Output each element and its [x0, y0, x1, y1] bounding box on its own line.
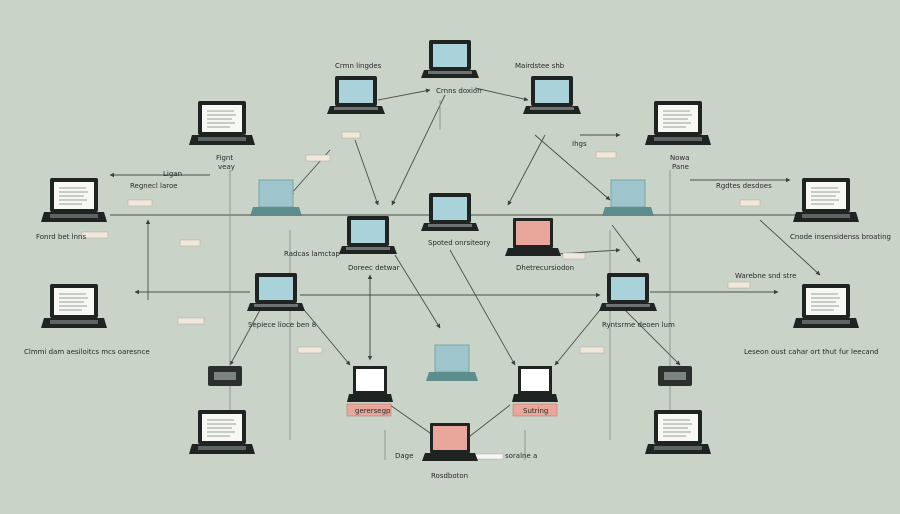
router-icon	[208, 366, 242, 386]
laptop-icon	[188, 100, 256, 146]
label-top-right-b: Ihgs	[572, 140, 587, 148]
label-left-upper: Ligan	[163, 170, 182, 178]
label-left-lower: Clmmi dam aesiloitcs mcs oaresnce	[24, 348, 150, 356]
laptop-icon	[512, 366, 558, 402]
laptop-icon	[644, 100, 712, 146]
label-center-a: Spoted onrsiteory	[428, 239, 490, 247]
laptop-icon	[644, 409, 712, 455]
label-top-center: Crmn lingdes	[335, 62, 382, 70]
label-center-right-a: Dhetrecursiodon	[516, 264, 574, 272]
label-salmon-left: gerersegp	[355, 407, 391, 415]
label-right-mid: Cnode insensidenss broating	[790, 233, 891, 241]
laptop-icon	[247, 273, 305, 311]
label-right-lower-a: Warebne snd stre	[735, 272, 796, 280]
laptop-icon	[792, 283, 860, 329]
laptop-icon	[40, 283, 108, 329]
label-top-center-sub: Crnns doxion	[436, 87, 482, 95]
laptop-icon	[425, 344, 479, 382]
laptop-icon	[339, 216, 397, 254]
label-center-left-a: Radcas lamctap	[284, 250, 340, 258]
label-right-lower-b: Leseon oust cahar ort thut fur leecand	[744, 348, 879, 356]
laptop-icon	[523, 76, 581, 114]
label-left-upper-d: veay	[218, 163, 235, 171]
laptop-icon	[792, 177, 860, 223]
laptop-icon	[422, 423, 478, 461]
laptop-icon	[421, 193, 479, 231]
label-salmon-right: Sutring	[523, 407, 548, 415]
laptop-icon	[327, 76, 385, 114]
label-right-upper-b: Pane	[672, 163, 689, 171]
label-left-mid: Fonrd bet lnns	[36, 233, 86, 241]
salmon-base-right	[512, 403, 558, 417]
label-right-upper-c: Rgdtes desdoes	[716, 182, 772, 190]
label-right-upper: Nowa	[670, 154, 690, 162]
laptop-icon	[421, 40, 479, 78]
laptop-icon	[40, 177, 108, 223]
label-mid-left: Sepiece lioce ben 8	[248, 321, 316, 329]
label-center-left-b: Doreec detwar	[348, 264, 400, 272]
laptop-icon	[249, 179, 303, 217]
salmon-base-left	[346, 403, 392, 417]
label-top-right: Mairdstee shb	[515, 62, 565, 70]
laptop-icon	[599, 273, 657, 311]
router-icon	[658, 366, 692, 386]
labels: Crmn lingdes Crnns doxion Mairdstee shb …	[24, 62, 891, 480]
label-left-upper-c: Fignt	[216, 154, 233, 162]
label-mid-right: Ryntsrme deoen lum	[602, 321, 675, 329]
tag-boxes	[81, 131, 761, 460]
laptop-icon	[188, 409, 256, 455]
laptop-icon	[601, 179, 655, 217]
laptop-icon	[505, 218, 561, 256]
label-left-upper-b: Regnecl laroe	[130, 182, 178, 190]
label-bottom-center: Rosdboton	[431, 472, 468, 480]
label-bottom-right: soralne a	[505, 452, 537, 460]
label-bottom-left: Dage	[395, 452, 413, 460]
laptop-icon	[347, 366, 393, 402]
connection-lines	[109, 87, 821, 460]
